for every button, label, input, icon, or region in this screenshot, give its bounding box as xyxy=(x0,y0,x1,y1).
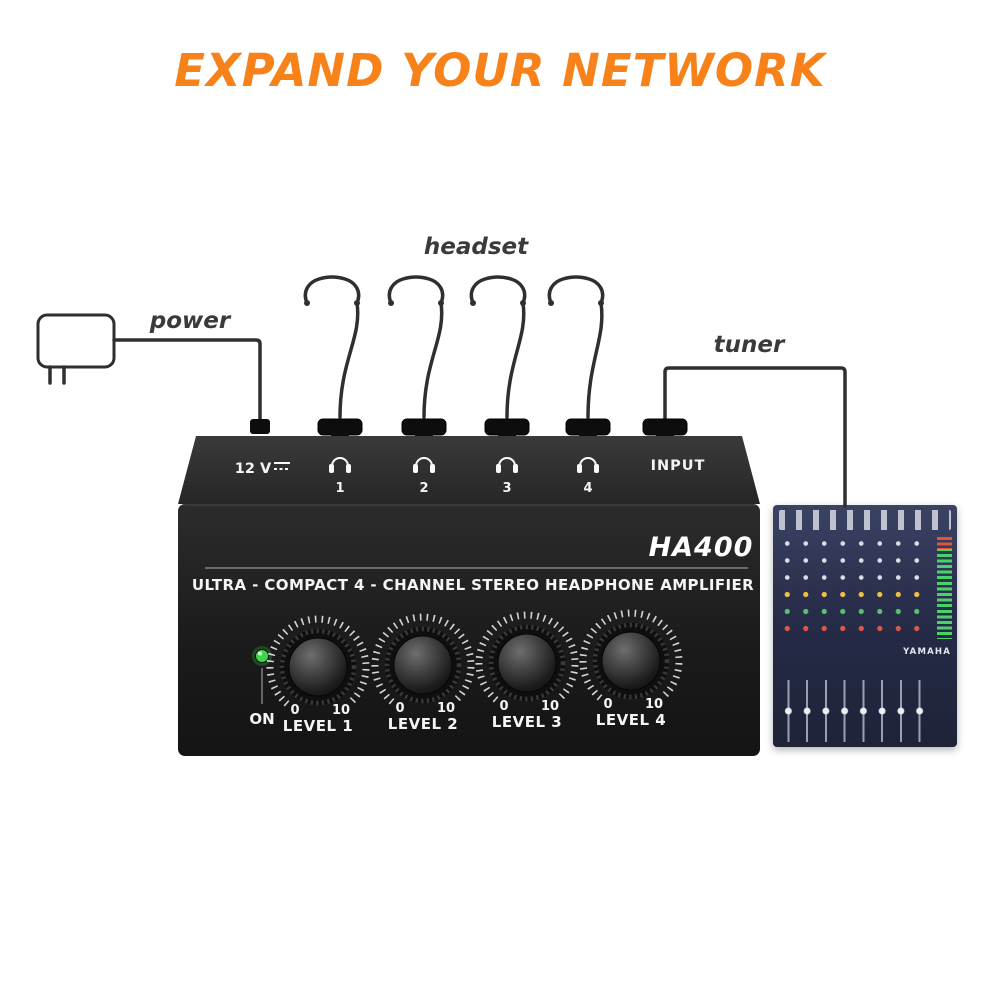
jack-number-4: 4 xyxy=(583,481,592,496)
description-label: ULTRA - COMPACT 4 - CHANNEL STEREO HEADP… xyxy=(192,576,754,594)
level-knob-2 xyxy=(371,613,475,705)
power-wire xyxy=(112,338,262,422)
level-knob-4 xyxy=(579,609,683,701)
power-label: power xyxy=(149,308,232,334)
knob3-min-label: 0 xyxy=(499,699,508,714)
knob4-max-label: 10 xyxy=(645,697,663,712)
knob1-min-label: 0 xyxy=(290,703,299,718)
headset-label: headset xyxy=(424,234,529,260)
headphone-icon-1 xyxy=(329,457,351,473)
jack-number-1: 1 xyxy=(335,481,344,496)
knob2-max-label: 10 xyxy=(437,701,455,716)
dc-plug xyxy=(250,419,270,434)
tuner-wire xyxy=(663,366,847,508)
mixer-knob-grid xyxy=(778,535,926,641)
mixer-faders xyxy=(779,680,929,742)
input-label: INPUT xyxy=(651,458,706,474)
headphone-icon-2 xyxy=(413,457,435,473)
tuner-label: tuner xyxy=(714,332,786,358)
power-adapter-icon xyxy=(36,313,116,385)
knob1-max-label: 10 xyxy=(332,703,350,718)
headset-cable-3 xyxy=(469,275,527,419)
jack-number-3: 3 xyxy=(502,481,511,496)
knob2-min-label: 0 xyxy=(395,701,404,716)
device-top-face xyxy=(178,436,760,504)
headline: EXPAND YOUR NETWORK xyxy=(174,44,826,97)
mixer-jack-strip xyxy=(779,510,951,530)
jack-number-2: 2 xyxy=(419,481,428,496)
headset-cable-1 xyxy=(303,275,361,419)
power-led xyxy=(252,646,272,666)
on-label: ON xyxy=(249,710,274,728)
dc-power-label: 12 V xyxy=(235,461,272,477)
dc-symbol-icon xyxy=(274,462,290,470)
model-label: HA400 xyxy=(649,532,754,563)
mixer-image: YAMAHA xyxy=(773,505,957,747)
level-knob-3 xyxy=(475,611,579,703)
level-knob-1 xyxy=(266,615,370,707)
mixer-brand-label: YAMAHA xyxy=(903,647,951,657)
knob2-level-label: LEVEL 2 xyxy=(388,715,458,733)
headset-cable-2 xyxy=(387,275,445,419)
knob4-min-label: 0 xyxy=(603,697,612,712)
headphone-icon-3 xyxy=(496,457,518,473)
knob3-max-label: 10 xyxy=(541,699,559,714)
knob4-level-label: LEVEL 4 xyxy=(596,711,666,729)
knob1-level-label: LEVEL 1 xyxy=(283,717,353,735)
mixer-level-meter xyxy=(937,537,952,639)
headset-cable-4 xyxy=(547,275,605,419)
knob3-level-label: LEVEL 3 xyxy=(492,713,562,731)
headphone-icon-4 xyxy=(577,457,599,473)
